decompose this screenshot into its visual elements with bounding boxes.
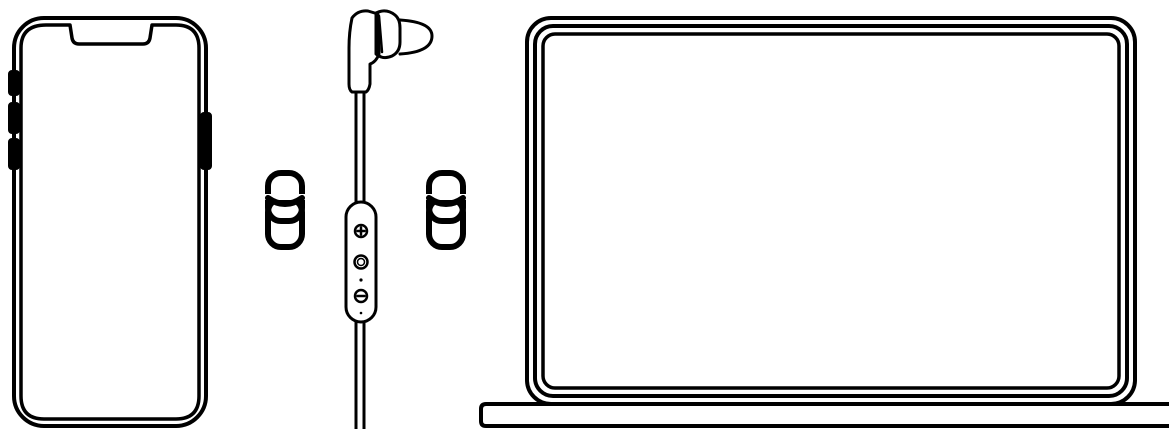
link-icon bbox=[264, 173, 306, 247]
phone-screen bbox=[21, 25, 199, 419]
phone-body-outer bbox=[14, 18, 206, 426]
earphone-icon bbox=[346, 11, 432, 429]
earphone-remote bbox=[346, 202, 376, 322]
earphone-cable-lower bbox=[356, 322, 364, 429]
smartphone bbox=[10, 18, 210, 426]
laptop-lid-outer bbox=[527, 18, 1135, 404]
laptop-screen bbox=[543, 34, 1119, 388]
laptop-icon bbox=[481, 18, 1169, 426]
remote-bottom-dot bbox=[360, 312, 363, 315]
earphone-cable-upper bbox=[356, 92, 364, 202]
center-button-icon bbox=[355, 256, 368, 269]
earphone-tip-dome bbox=[400, 20, 432, 54]
laptop-bezel bbox=[535, 26, 1127, 396]
laptop-base bbox=[481, 404, 1169, 426]
minus-icon bbox=[355, 290, 367, 302]
mic-dot bbox=[359, 278, 362, 281]
plus-icon bbox=[355, 225, 367, 237]
link-icon bbox=[425, 173, 467, 247]
